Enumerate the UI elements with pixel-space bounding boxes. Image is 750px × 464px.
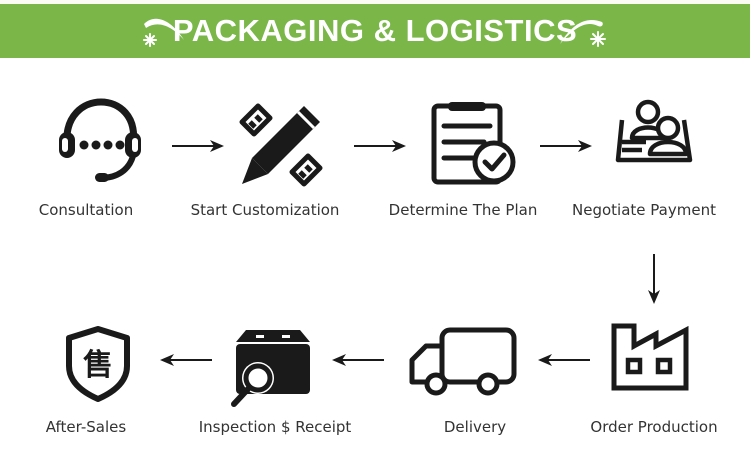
title-banner: PACKAGING & LOGISTICS: [0, 4, 750, 58]
people-meeting-icon: [615, 99, 693, 163]
pencil-ruler-icon: [239, 103, 323, 187]
banner-title: PACKAGING & LOGISTICS: [172, 13, 578, 48]
step-label: Negotiate Payment: [572, 201, 716, 219]
truck-icon: [409, 327, 517, 396]
arrow-left-icon: [160, 354, 212, 366]
clipboard-check-icon: [431, 102, 516, 185]
after-sales-shield-icon: 售: [66, 326, 130, 402]
arrow-left-icon: [332, 354, 384, 366]
step-label: Delivery: [443, 418, 507, 436]
box-inspection-icon: [231, 330, 310, 407]
step-label: Determine The Plan: [388, 201, 538, 219]
arrow-left-icon: [538, 354, 590, 366]
shooting-star-icon: [560, 20, 606, 47]
top-strip: [0, 0, 750, 4]
after-sales-glyph: 售: [83, 348, 113, 383]
step-label: Consultation: [38, 201, 134, 219]
arrow-right-icon: [540, 140, 592, 152]
arrow-right-icon: [354, 140, 406, 152]
headset-chat-icon: [59, 98, 141, 182]
step-label: After-Sales: [45, 418, 127, 436]
step-label: Start Customization: [190, 201, 340, 219]
shooting-star-icon: [143, 18, 184, 47]
factory-icon: [611, 323, 689, 391]
arrow-down-icon: [648, 254, 660, 304]
step-label: Inspection $ Receipt: [198, 418, 352, 436]
arrow-right-icon: [172, 140, 224, 152]
step-label: Order Production: [590, 418, 718, 436]
